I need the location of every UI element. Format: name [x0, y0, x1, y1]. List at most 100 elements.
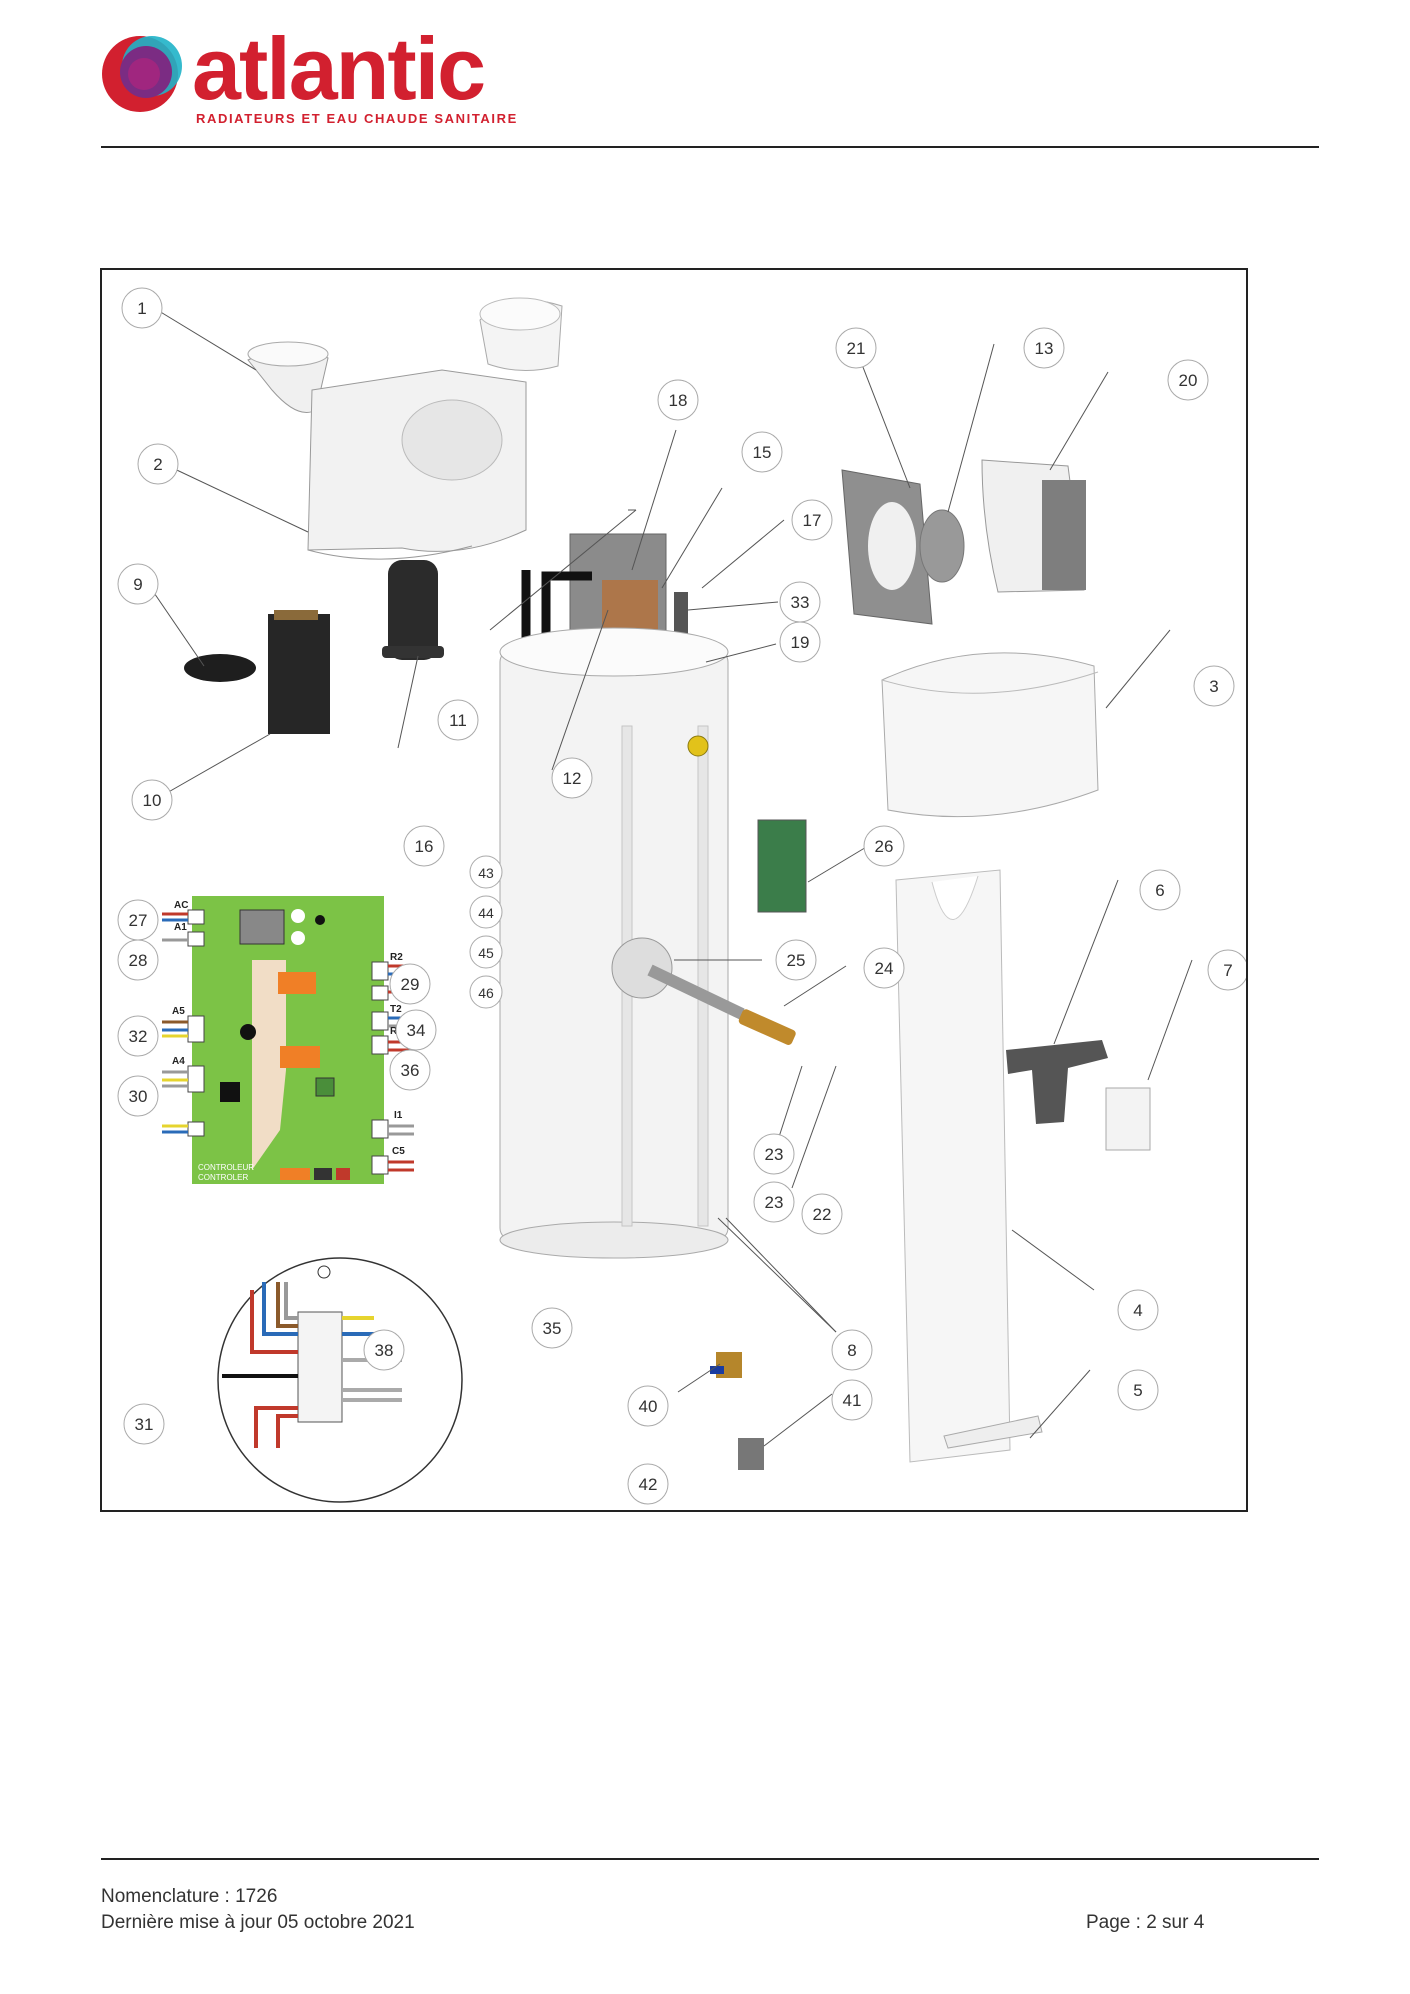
callout: 25 — [775, 939, 817, 981]
svg-text:29: 29 — [401, 975, 420, 994]
callout: 41 — [831, 1379, 873, 1421]
callout: 8 — [831, 1329, 873, 1371]
foam-pad-part — [184, 654, 256, 682]
callout: 4 — [1117, 1289, 1159, 1331]
callout: 35 — [531, 1307, 573, 1349]
callout: 46 — [469, 975, 503, 1009]
callout: 24 — [863, 947, 905, 989]
svg-text:23: 23 — [765, 1193, 784, 1212]
callout: 15 — [741, 431, 783, 473]
svg-text:34: 34 — [407, 1021, 426, 1040]
callout: 29 — [389, 963, 431, 1005]
svg-text:13: 13 — [1035, 339, 1054, 358]
callout: 42 — [627, 1463, 669, 1505]
callout: 16 — [403, 825, 445, 867]
svg-text:32: 32 — [129, 1027, 148, 1046]
svg-text:8: 8 — [847, 1341, 856, 1360]
svg-text:9: 9 — [133, 575, 142, 594]
svg-text:41: 41 — [843, 1391, 862, 1410]
handle-part — [1006, 1040, 1108, 1124]
exploded-diagram: CONTROLEUR CONTROLER AC A1 R2 A1 T2 R1 A… — [100, 268, 1248, 1512]
controller-label-2: CONTROLER — [198, 1173, 248, 1182]
svg-text:35: 35 — [543, 1319, 562, 1338]
atlantic-logo-icon — [102, 36, 182, 112]
callout: 32 — [117, 1015, 159, 1057]
callout: 1 — [121, 287, 163, 329]
callout: 12 — [551, 757, 593, 799]
svg-text:11: 11 — [449, 711, 467, 730]
callout: 23 — [753, 1181, 795, 1223]
page-number: Page : 2 sur 4 — [1086, 1912, 1205, 1933]
callout: 10 — [131, 779, 173, 821]
svg-text:28: 28 — [129, 951, 148, 970]
svg-text:27: 27 — [129, 911, 148, 930]
svg-text:24: 24 — [875, 959, 894, 978]
exploded-view-drawing: CONTROLEUR CONTROLER AC A1 R2 A1 T2 R1 A… — [117, 287, 1246, 1505]
svg-text:12: 12 — [563, 769, 582, 788]
svg-text:40: 40 — [639, 1397, 658, 1416]
leader-lines — [147, 307, 1193, 1447]
callout: 26 — [863, 825, 905, 867]
pin-label: R2 — [390, 952, 403, 963]
svg-text:2: 2 — [153, 455, 162, 474]
svg-text:20: 20 — [1179, 371, 1198, 390]
svg-text:3: 3 — [1209, 677, 1218, 696]
pin-label: I1 — [394, 1110, 403, 1121]
footer-rule — [101, 1858, 1319, 1860]
svg-text:4: 4 — [1133, 1301, 1142, 1320]
svg-text:38: 38 — [375, 1341, 394, 1360]
air-inlet-ring — [479, 297, 563, 372]
nomenclature-text: Nomenclature : 1726 — [101, 1886, 278, 1907]
callout: 43 — [469, 855, 503, 889]
front-panel — [895, 869, 1011, 1463]
access-panel — [1105, 1087, 1151, 1151]
svg-text:26: 26 — [875, 837, 894, 856]
callout: 34 — [395, 1009, 437, 1051]
brand-wordmark: atlantic — [192, 19, 486, 118]
svg-text:7: 7 — [1223, 961, 1232, 980]
callout: 13 — [1023, 327, 1065, 369]
svg-text:43: 43 — [478, 865, 494, 881]
callout: 11 — [437, 699, 479, 741]
svg-text:46: 46 — [478, 985, 494, 1001]
last-update-text: Dernière mise à jour 05 octobre 2021 — [101, 1912, 415, 1933]
compressor-jacket — [268, 610, 330, 734]
header-rule — [101, 146, 1319, 148]
fan-assembly — [841, 459, 1086, 625]
controller-label-1: CONTROLEUR — [198, 1163, 254, 1172]
callout: 22 — [801, 1193, 843, 1235]
svg-text:30: 30 — [129, 1087, 148, 1106]
pin-label: A5 — [172, 1006, 185, 1017]
callout: 23 — [753, 1133, 795, 1175]
callout: 27 — [117, 899, 159, 941]
wiring-terminal-detail — [217, 1257, 463, 1503]
electronic-board-part — [757, 819, 807, 913]
svg-text:21: 21 — [847, 339, 866, 358]
pin-label: T2 — [390, 1004, 402, 1015]
svg-text:44: 44 — [478, 905, 494, 921]
svg-text:45: 45 — [478, 945, 494, 961]
callout: 33 — [779, 581, 821, 623]
svg-text:36: 36 — [401, 1061, 420, 1080]
svg-text:15: 15 — [753, 443, 772, 462]
svg-text:6: 6 — [1155, 881, 1164, 900]
pin-label: A4 — [172, 1056, 185, 1067]
svg-text:16: 16 — [415, 837, 434, 856]
svg-text:33: 33 — [791, 593, 810, 612]
callout: 45 — [469, 935, 503, 969]
callout: 17 — [791, 499, 833, 541]
brand-tagline: RADIATEURS ET EAU CHAUDE SANITAIRE — [196, 111, 518, 126]
air-outlet-part — [247, 341, 329, 413]
callout: 21 — [835, 327, 877, 369]
callout: 36 — [389, 1049, 431, 1091]
callout: 7 — [1207, 949, 1246, 991]
svg-text:5: 5 — [1133, 1381, 1142, 1400]
svg-text:10: 10 — [143, 791, 162, 810]
pin-label: C5 — [392, 1146, 405, 1157]
callout: 30 — [117, 1075, 159, 1117]
callout: 19 — [779, 621, 821, 663]
callout: 38 — [363, 1329, 405, 1371]
callout: 28 — [117, 939, 159, 981]
callout: 40 — [627, 1385, 669, 1427]
callout: 6 — [1139, 869, 1181, 911]
